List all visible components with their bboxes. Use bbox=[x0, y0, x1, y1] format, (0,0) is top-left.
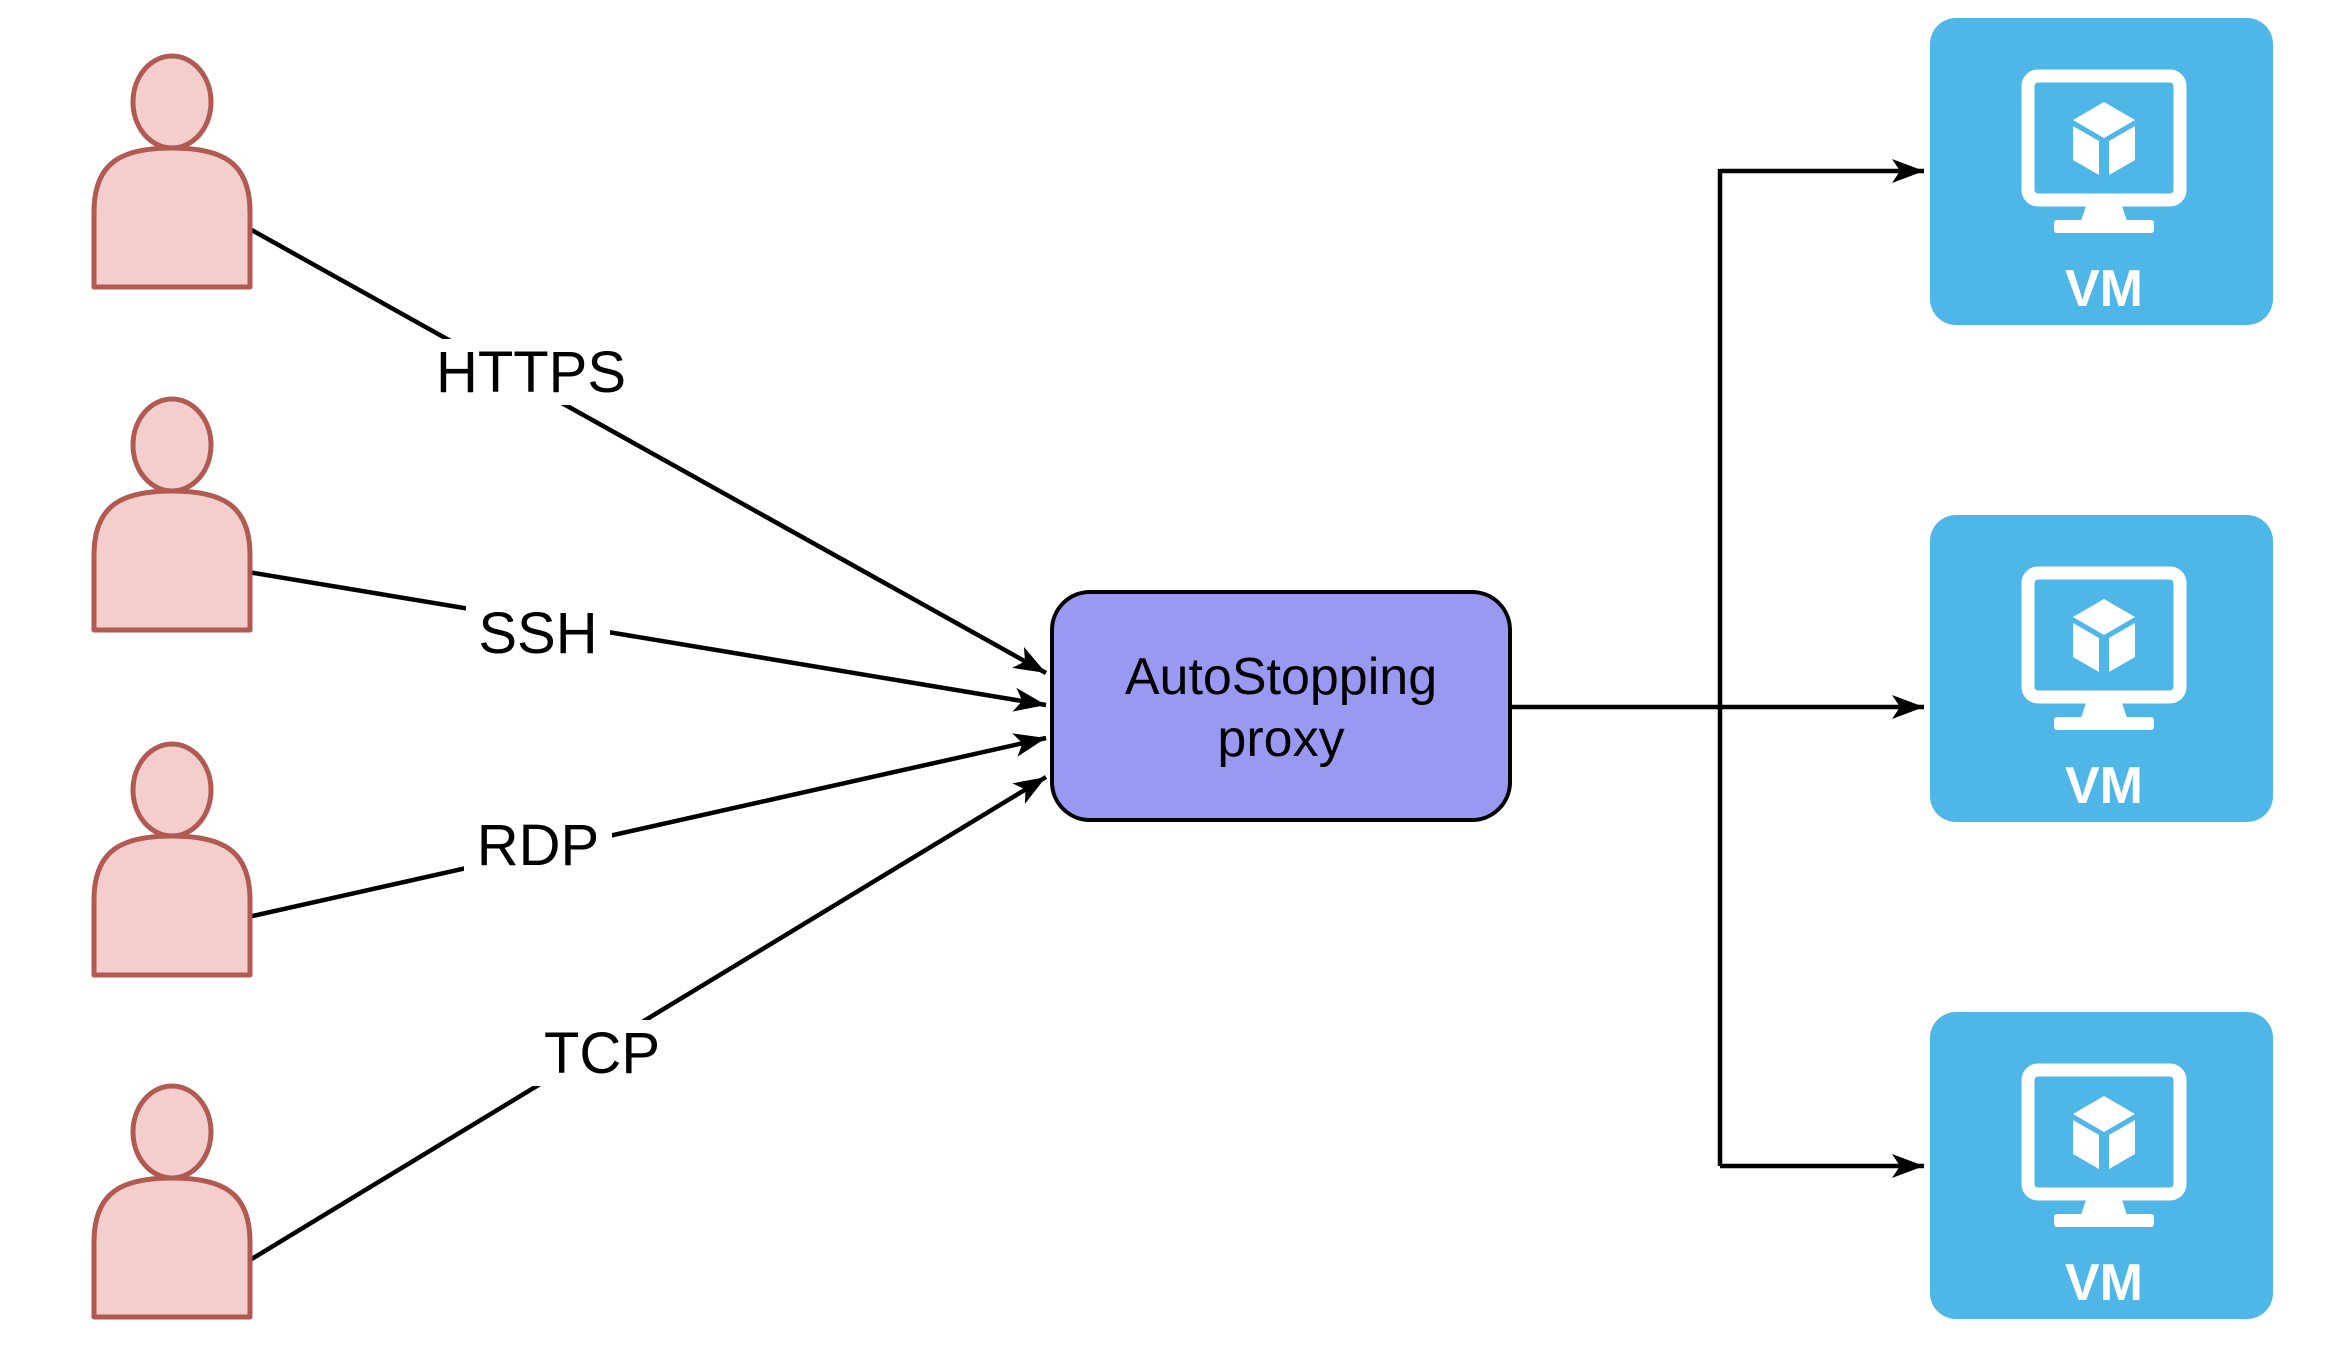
edge-label-tcp: TCP bbox=[530, 1020, 674, 1086]
vm-monitor-icon bbox=[2021, 69, 2187, 233]
edge-label-ssh: SSH bbox=[466, 600, 610, 666]
edge-label-background bbox=[530, 1020, 674, 1086]
person-body bbox=[91, 833, 253, 978]
edge-label-rdp: RDP bbox=[464, 812, 612, 878]
edge-label-background bbox=[466, 600, 610, 666]
edge-label-text: SSH bbox=[478, 601, 597, 666]
person-head bbox=[130, 741, 214, 839]
monitor-base bbox=[2054, 220, 2154, 233]
person-head bbox=[130, 53, 214, 151]
user-icon-3 bbox=[91, 741, 253, 978]
cube-left-face bbox=[2073, 623, 2099, 672]
connector-ssh bbox=[247, 569, 1047, 712]
cube-left-face bbox=[2073, 1120, 2099, 1169]
edge-label-background bbox=[464, 812, 612, 878]
edge-label-https: HTTPS bbox=[423, 339, 639, 405]
monitor-stand bbox=[2080, 697, 2128, 721]
vm-box bbox=[1930, 18, 2273, 325]
cube-right-face bbox=[2109, 623, 2135, 672]
cube-left-face bbox=[2073, 126, 2099, 175]
user-icon-4 bbox=[91, 1083, 253, 1320]
edge-label-text: RDP bbox=[477, 813, 599, 878]
vm-label: VM bbox=[2065, 260, 2143, 318]
edge-label-text: TCP bbox=[544, 1021, 660, 1086]
connector-rdp bbox=[247, 733, 1047, 920]
cube-right-face bbox=[2109, 1120, 2135, 1169]
vm-monitor-icon bbox=[2021, 1063, 2187, 1227]
monitor-base bbox=[2054, 1214, 2154, 1227]
autostopping-proxy-node: AutoStopping proxy bbox=[1050, 590, 1512, 822]
proxy-box bbox=[1050, 590, 1512, 822]
person-head bbox=[130, 396, 214, 494]
connector-tcp bbox=[248, 775, 1048, 1262]
connector-https bbox=[246, 226, 1048, 675]
monitor-stand bbox=[2080, 200, 2128, 224]
monitor-stand bbox=[2080, 1194, 2128, 1218]
vm-box bbox=[1930, 515, 2273, 822]
vm-node-2: VM bbox=[1930, 515, 2273, 822]
vm-node-1: VM bbox=[1930, 18, 2273, 325]
monitor-base bbox=[2054, 717, 2154, 730]
proxy-label-line-2: proxy bbox=[1217, 710, 1344, 768]
cube-top-face bbox=[2073, 102, 2135, 138]
vm-label: VM bbox=[2065, 757, 2143, 815]
edge-label-background bbox=[423, 339, 639, 405]
cube-top-face bbox=[2073, 599, 2135, 635]
vm-label: VM bbox=[2065, 1254, 2143, 1312]
user-icon-2 bbox=[91, 396, 253, 633]
vm-node-3: VM bbox=[1930, 1012, 2273, 1319]
person-head bbox=[130, 1083, 214, 1181]
person-body bbox=[91, 1175, 253, 1320]
vm-monitor-icon bbox=[2021, 566, 2187, 730]
user-icon-1 bbox=[91, 53, 253, 290]
proxy-label-line-1: AutoStopping bbox=[1125, 648, 1437, 706]
edge-label-text: HTTPS bbox=[436, 340, 626, 405]
person-body bbox=[91, 488, 253, 633]
person-body bbox=[91, 145, 253, 290]
vm-box bbox=[1930, 1012, 2273, 1319]
cube-top-face bbox=[2073, 1096, 2135, 1132]
cube-right-face bbox=[2109, 126, 2135, 175]
